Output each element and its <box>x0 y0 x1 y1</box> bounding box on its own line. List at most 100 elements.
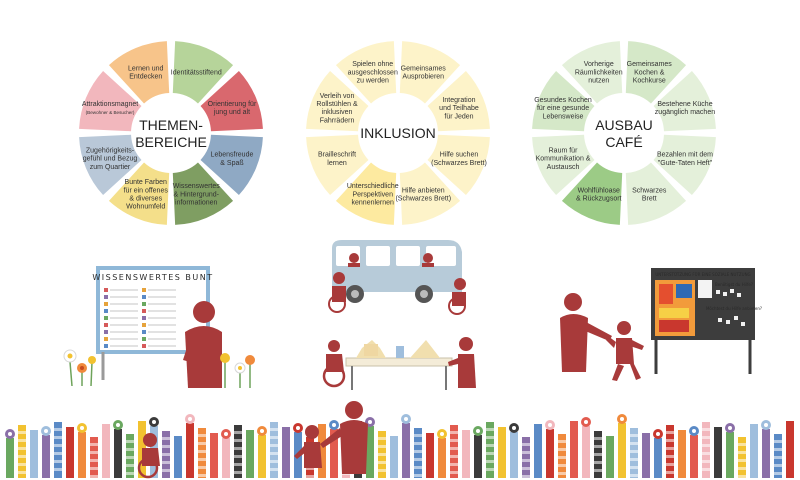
fence-post <box>210 433 218 478</box>
board-item-marker <box>104 295 108 299</box>
van-scene <box>328 240 466 315</box>
wheel-segment-label: Bezahlen mit dem"Gute-Taten Heft" <box>657 152 713 167</box>
fence-stripe <box>594 453 602 456</box>
fence-stripe <box>198 434 206 437</box>
board-item-marker <box>142 302 146 306</box>
fence-stripe <box>702 452 710 455</box>
wheel-segment <box>399 41 461 104</box>
wheelchair-child <box>322 340 346 388</box>
fence-stripe <box>522 443 530 446</box>
fence-post <box>258 435 266 478</box>
fence-stripe <box>450 431 458 434</box>
fence-stripe <box>270 444 278 447</box>
fence-stripe <box>522 459 530 462</box>
fence-flower-center <box>764 423 768 427</box>
fence-post <box>78 432 86 478</box>
board-item-marker <box>142 288 146 292</box>
fence-stripe <box>306 475 314 478</box>
fence-stripe <box>702 436 710 439</box>
fence-stripe <box>378 469 386 472</box>
fence-post <box>330 429 338 478</box>
fence-stripe <box>270 428 278 431</box>
fence-stripe <box>702 428 710 431</box>
fence-post <box>30 430 38 478</box>
fence-flower-center <box>512 426 516 430</box>
fence-stripe <box>270 452 278 455</box>
fence-stripe <box>522 467 530 470</box>
fence-post <box>486 422 494 478</box>
fence-stripe <box>90 475 98 478</box>
fence-post <box>450 425 458 478</box>
fence-stripe <box>558 472 566 475</box>
fence-stripe <box>594 469 602 472</box>
board-item-marker <box>142 323 146 327</box>
fence-post <box>114 429 122 478</box>
board-item-marker <box>142 295 146 299</box>
fence-stripe <box>234 447 242 450</box>
fence-stripe <box>414 434 422 437</box>
fence-post <box>390 436 398 478</box>
wheel-segment-label: Wohlfühloase& Rückzugsort <box>576 187 622 202</box>
wheel-segment <box>561 162 623 225</box>
wheel-segment <box>200 134 263 196</box>
fence-stripe <box>558 456 566 459</box>
fence-flower-center <box>728 426 732 430</box>
fence-figures <box>137 401 368 479</box>
fence-post <box>690 435 698 478</box>
wheel-segment <box>427 70 490 132</box>
board-item-marker <box>104 330 108 334</box>
notice-question-1: Benötigst du Hilfe? <box>715 282 753 287</box>
fence-stripe <box>54 436 62 439</box>
fence-stripe <box>162 437 170 440</box>
fence-flower-center <box>440 432 444 436</box>
fence-stripe <box>666 439 674 442</box>
wheel-segment <box>561 41 623 104</box>
fence-stripe <box>414 474 422 477</box>
fence-post <box>402 423 410 478</box>
board-item-marker <box>104 337 108 341</box>
board-item-marker <box>104 302 108 306</box>
flowers-left <box>63 349 255 388</box>
wheel-segment-label: Lebensfreude& Spaß <box>211 152 254 167</box>
fence-stripe <box>162 453 170 456</box>
fence-stripe <box>54 428 62 431</box>
fence-stripe <box>198 458 206 461</box>
fence-stripe <box>54 444 62 447</box>
fence-stripe <box>774 440 782 443</box>
fence-stripe <box>414 458 422 461</box>
fence-stripe <box>594 437 602 440</box>
notice-board-title: UNTERSTÜTZUNG FÜR EINE SOZIALE NUTZUNG <box>655 272 750 277</box>
fence-post <box>570 421 578 478</box>
fence-post <box>174 436 182 478</box>
fence-stripe <box>666 471 674 474</box>
fence-stripe <box>594 445 602 448</box>
fence-flower-center <box>332 423 336 427</box>
fence-post <box>54 422 62 478</box>
fence-flower-center <box>188 417 192 421</box>
fence-stripe <box>234 431 242 434</box>
fence-stripe <box>198 466 206 469</box>
fence-post <box>6 438 14 478</box>
fence-stripe <box>450 447 458 450</box>
fence-post <box>786 421 794 478</box>
fence-stripe <box>450 471 458 474</box>
passengers <box>348 253 434 267</box>
wheelchair-user-left <box>328 272 346 313</box>
fence-post <box>270 422 278 478</box>
fence-stripe <box>774 448 782 451</box>
fence-post <box>222 438 230 478</box>
fence-post <box>186 423 194 478</box>
adult-helping-child <box>560 293 644 381</box>
wheel-segment <box>172 162 234 225</box>
